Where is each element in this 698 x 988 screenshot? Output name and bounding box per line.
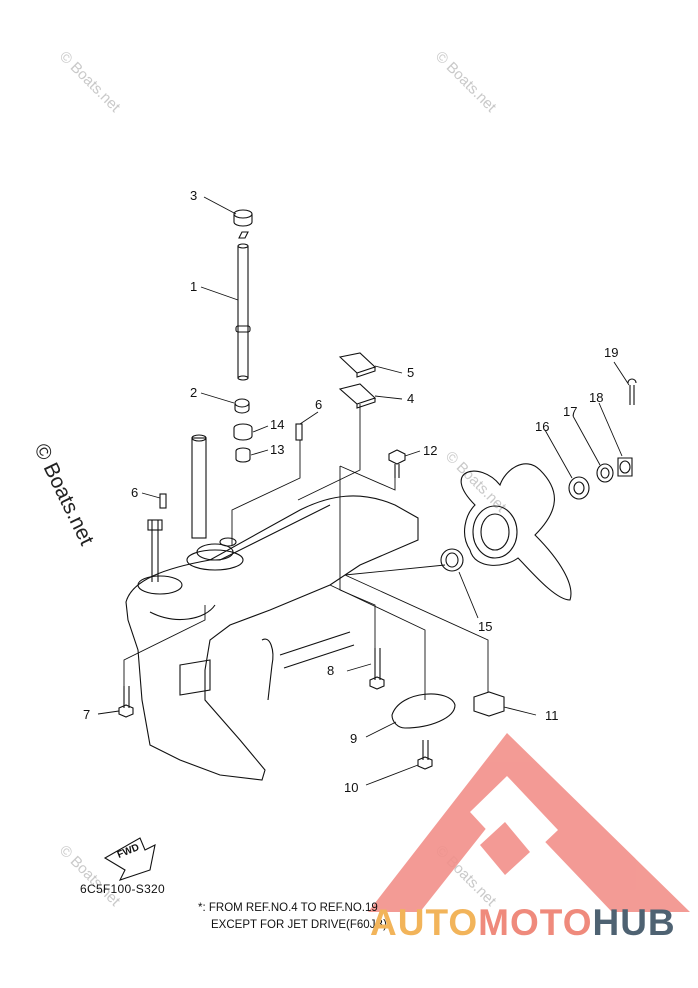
footnote: *: FROM REF.NO.4 TO REF.NO.19 EXCEPT FOR…	[198, 900, 387, 934]
callout-4: 4	[407, 391, 415, 406]
brand-part-auto: AUTO	[370, 902, 479, 943]
callout-6b: 6	[131, 485, 139, 500]
footnote-line-1: *: FROM REF.NO.4 TO REF.NO.19	[198, 902, 378, 914]
callout-11: 11	[545, 708, 559, 723]
callout-6: 6	[315, 397, 323, 412]
callout-10: 10	[344, 780, 359, 795]
brand-part-hub: HUB	[592, 902, 676, 943]
callout-15: 15	[478, 619, 493, 634]
brand-logo-mark	[368, 733, 690, 912]
callout-19: 19	[604, 345, 619, 360]
brand-part-moto: MOTO	[478, 902, 593, 943]
callout-16: 16	[535, 419, 550, 434]
callout-18: 18	[589, 390, 604, 405]
callout-5: 5	[407, 365, 415, 380]
callout-7: 7	[83, 707, 91, 722]
callout-12: 12	[423, 443, 438, 458]
callout-13: 13	[270, 442, 285, 457]
callout-17: 17	[563, 404, 578, 419]
callout-14: 14	[270, 417, 285, 432]
footnote-line-2: EXCEPT FOR JET DRIVE(F60JB)	[211, 919, 387, 931]
brand-wordmark: AUTOMOTOHUB	[370, 902, 676, 944]
callout-9: 9	[350, 731, 358, 746]
diagram-code: 6C5F100-S320	[80, 882, 165, 896]
callout-8: 8	[327, 663, 335, 678]
callout-2: 2	[190, 385, 198, 400]
callout-3: 3	[190, 188, 198, 203]
callout-1: 1	[190, 279, 198, 294]
